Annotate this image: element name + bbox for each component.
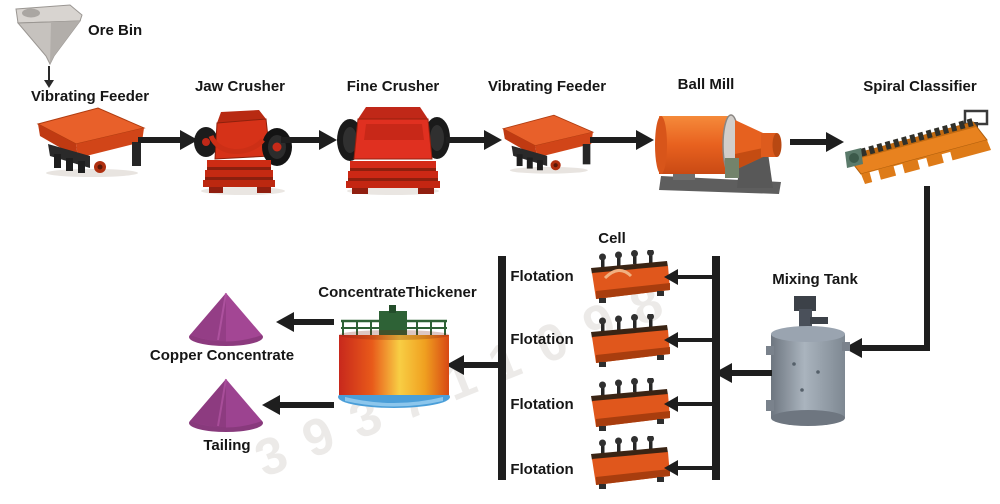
vibrating-feeder-2-icon [498,110,598,178]
flotation-label-3: Flotation [510,396,574,413]
flotation-label-1: Flotation [510,268,574,285]
flotation-label-4: Flotation [510,461,574,478]
arrow-flotation-to-thickener [446,355,502,375]
copper-concentrate-label: Copper Concentrate [149,347,295,364]
mixing-tank-label: Mixing Tank [772,271,858,288]
flotation-cell-3-icon [585,377,673,434]
flotation-cell-1-icon [585,249,673,306]
ore-bin-down-arrow [40,66,58,88]
copper-concentrate-pile-icon [186,290,266,348]
arrow-mixingtank-to-flotation [714,363,772,383]
connector-classifier-down [924,186,930,350]
jaw-crusher-icon [193,100,293,196]
arrow-bar-to-flotation-1 [664,268,714,286]
ball-mill-label: Ball Mill [677,76,735,93]
arrow-thickener-to-concentrate [276,312,334,332]
fine-crusher-icon [336,98,451,196]
tailing-pile-icon [186,376,266,434]
arrow-classifier-to-mixingtank [844,338,930,358]
tailing-label: Tailing [203,437,251,454]
vibrating-feeder-2-label: Vibrating Feeder [487,78,607,95]
ball-mill-icon [655,96,792,196]
ore-bin-icon [10,4,88,66]
arrow-jawcrusher-to-finecrusher [281,130,337,150]
flotation-label-2: Flotation [510,331,574,348]
flotation-right-bar [712,256,720,480]
vibrating-feeder-1-label: Vibrating Feeder [30,88,150,105]
spiral-classifier-icon [845,108,993,193]
mixing-tank-icon [766,294,850,430]
arrow-thickener-to-tailing [262,395,334,415]
arrow-bar-to-flotation-4 [664,459,714,477]
flotation-left-bar [498,256,506,480]
cell-label: Cell [598,230,626,247]
arrow-bar-to-flotation-2 [664,331,714,349]
arrow-feeder1-to-jawcrusher [138,130,198,150]
arrow-finecrusher-to-feeder2 [446,130,502,150]
concentrate-thickener-label: ConcentrateThickener [318,284,477,301]
jaw-crusher-label: Jaw Crusher [194,78,286,95]
flotation-cell-4-icon [585,435,673,492]
arrow-bar-to-flotation-3 [664,395,714,413]
vibrating-feeder-1-icon [32,106,150,178]
flotation-cell-2-icon [585,313,673,370]
arrow-ballmill-to-classifier [790,132,844,152]
ore-bin-label: Ore Bin [88,22,143,39]
fine-crusher-label: Fine Crusher [346,78,440,95]
concentrate-thickener-icon [335,305,453,411]
spiral-classifier-label: Spiral Classifier [863,78,977,95]
arrow-feeder2-to-ballmill [590,130,654,150]
